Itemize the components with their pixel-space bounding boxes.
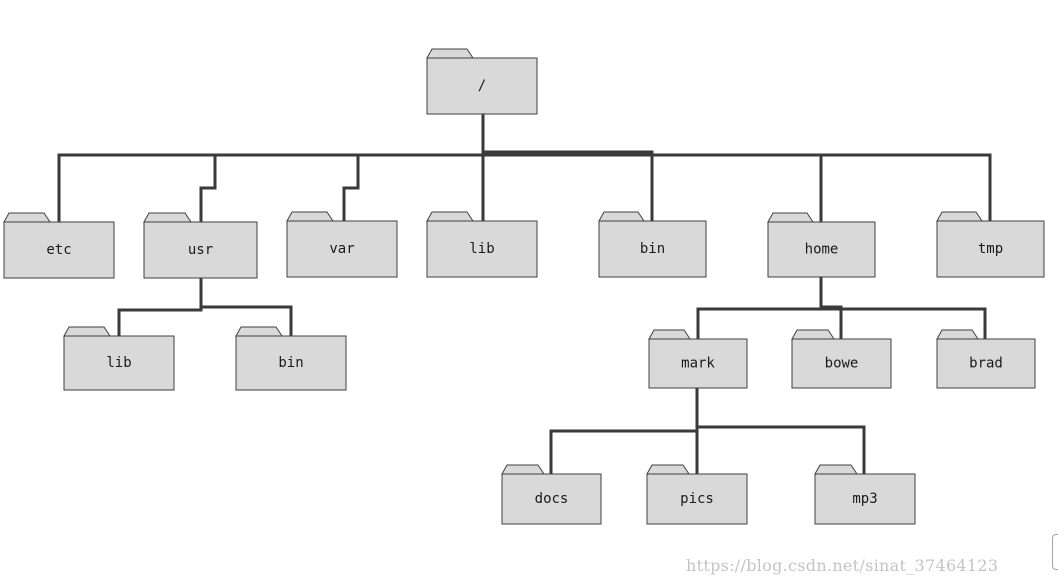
folder-body bbox=[791, 338, 892, 389]
folder-body bbox=[646, 473, 748, 525]
folder-label: docs bbox=[535, 491, 569, 507]
folder-tab-icon bbox=[791, 329, 835, 340]
folder-mp3[interactable]: mp3 bbox=[814, 464, 916, 525]
folder-root[interactable]: / bbox=[426, 48, 538, 115]
connector-root-etc bbox=[57, 114, 485, 222]
folder-tab-icon bbox=[598, 211, 645, 222]
folder-body bbox=[598, 220, 707, 278]
folder-body bbox=[936, 338, 1036, 389]
folder-mark[interactable]: mark bbox=[648, 329, 748, 389]
folder-nodes: / etc usr var lib bin home tmp lib bin mark bowe bra… bbox=[3, 48, 1045, 525]
side-widget-edge bbox=[1052, 534, 1058, 570]
folder-label: tmp bbox=[978, 241, 1003, 257]
folder-etc[interactable]: etc bbox=[3, 212, 115, 279]
folder-body bbox=[3, 221, 115, 279]
connector-root-var bbox=[342, 153, 483, 221]
folder-tab-icon bbox=[646, 464, 690, 475]
folder-usr-lib[interactable]: lib bbox=[63, 326, 175, 391]
folder-body bbox=[648, 338, 748, 389]
folder-brad[interactable]: brad bbox=[936, 329, 1036, 389]
folder-tmp[interactable]: tmp bbox=[936, 211, 1045, 278]
folder-body bbox=[286, 220, 398, 278]
folder-var[interactable]: var bbox=[286, 211, 398, 278]
folder-tab-icon bbox=[767, 212, 814, 223]
connector-usr-usr-bin bbox=[201, 305, 293, 336]
watermark-url: https://blog.csdn.net/sinat_37464123 bbox=[686, 556, 999, 575]
folder-label: bin bbox=[640, 241, 665, 257]
folder-tab-icon bbox=[936, 211, 983, 222]
folder-tab-icon bbox=[143, 212, 192, 223]
folder-label: / bbox=[478, 78, 486, 94]
folder-label: home bbox=[805, 242, 839, 258]
connector-mark-docs bbox=[549, 388, 699, 474]
folder-label: brad bbox=[969, 356, 1003, 372]
connector-mark-mp3 bbox=[697, 425, 866, 474]
connector-home-mark bbox=[696, 277, 823, 339]
folder-body bbox=[143, 221, 258, 279]
folder-home[interactable]: home bbox=[767, 212, 876, 278]
folder-pics[interactable]: pics bbox=[646, 464, 748, 525]
folder-bin[interactable]: bin bbox=[598, 211, 707, 278]
folder-tab-icon bbox=[648, 329, 691, 340]
connector-root-usr bbox=[199, 153, 483, 222]
folder-usr[interactable]: usr bbox=[143, 212, 258, 279]
folder-label: usr bbox=[188, 242, 213, 258]
folder-label: mark bbox=[681, 356, 715, 372]
folder-label: bin bbox=[278, 355, 303, 371]
folder-label: etc bbox=[46, 242, 71, 258]
folder-tab-icon bbox=[501, 464, 545, 475]
folder-tab-icon bbox=[936, 329, 979, 340]
connector-root-tmp bbox=[483, 153, 992, 221]
folder-tab-icon bbox=[3, 212, 51, 223]
folder-body bbox=[767, 221, 876, 278]
folder-label: lib bbox=[106, 355, 131, 371]
connector-home-bowe bbox=[821, 305, 843, 339]
connector-root-bin bbox=[483, 150, 654, 221]
folder-body bbox=[426, 57, 538, 115]
folder-label: bowe bbox=[825, 356, 859, 372]
connector-lines bbox=[57, 114, 992, 474]
folder-tab-icon bbox=[235, 326, 283, 337]
folder-lib[interactable]: lib bbox=[426, 211, 538, 278]
folder-body bbox=[936, 220, 1045, 278]
folder-label: var bbox=[329, 241, 354, 257]
folder-body bbox=[235, 335, 347, 391]
folder-tab-icon bbox=[286, 211, 334, 222]
folder-tab-icon bbox=[426, 211, 474, 222]
folder-body bbox=[426, 220, 538, 278]
folder-tab-icon bbox=[426, 48, 474, 59]
connector-usr-usr-lib bbox=[117, 278, 203, 336]
folder-usr-bin[interactable]: bin bbox=[235, 326, 347, 391]
folder-tab-icon bbox=[814, 464, 858, 475]
folder-docs[interactable]: docs bbox=[501, 464, 602, 525]
folder-label: mp3 bbox=[852, 491, 877, 507]
folder-tab-icon bbox=[63, 326, 111, 337]
connector-home-brad bbox=[821, 307, 987, 339]
folder-label: lib bbox=[469, 241, 494, 257]
folder-body bbox=[814, 473, 916, 525]
folder-label: pics bbox=[680, 491, 714, 507]
folder-body bbox=[63, 335, 175, 391]
folder-bowe[interactable]: bowe bbox=[791, 329, 892, 389]
folder-body bbox=[501, 473, 602, 525]
